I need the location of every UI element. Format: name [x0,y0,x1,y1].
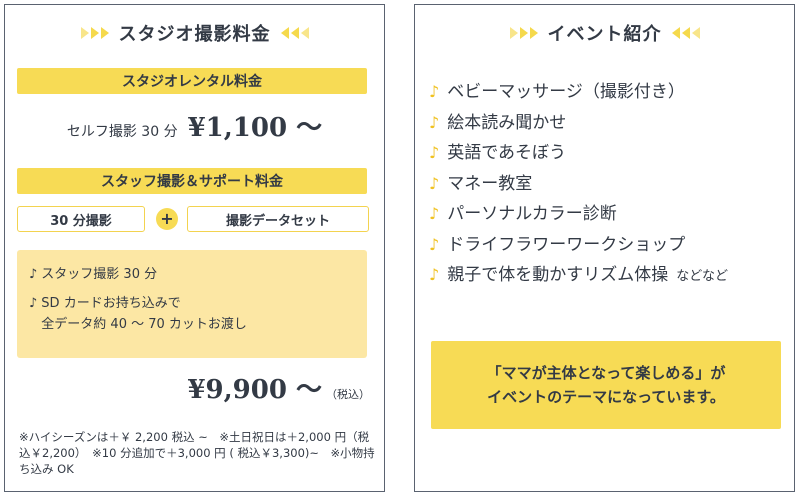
staff-detail-item: ♪ SD カードお持ち込みで 全データ約 40 〜 70 カットお渡し [29,293,355,335]
staff-details-box: ♪ スタッフ撮影 30 分 ♪ SD カードお持ち込みで 全データ約 40 〜 … [17,250,367,358]
event-item: ♪ マネー教室 [429,169,789,200]
staff-detail-text: SD カードお持ち込みで 全データ約 40 〜 70 カットお渡し [41,293,247,335]
event-list: ♪ ベビーマッサージ（撮影付き） ♪ 絵本読み聞かせ ♪ 英語であそぼう ♪ マ… [429,77,789,291]
theme-box: 「ママが主体となって楽しめる」が イベントのテーマになっています。 [431,341,781,429]
rental-band: スタジオレンタル料金 [17,68,367,94]
music-note-icon: ♪ [429,265,440,284]
studio-pricing-title: スタジオ撮影料金 [118,24,271,45]
event-text: ドライフラワーワークショップ [447,234,686,255]
right-arrows-icon [80,27,109,39]
event-text: 親子で体を動かすリズム体操 [447,265,669,285]
music-note-icon: ♪ [429,204,440,223]
staff-detail-text: スタッフ撮影 30 分 [41,267,158,282]
self-shoot-price: ¥1,100 〜 [187,113,323,143]
event-text: ベビーマッサージ（撮影付き） [447,82,685,102]
event-text: 絵本読み聞かせ [447,112,567,133]
music-note-icon: ♪ [29,296,38,311]
staff-price-row: ¥9,900 〜 （税込） [187,369,370,406]
studio-pricing-panel: スタジオ撮影料金 スタジオレンタル料金 セルフ撮影 30 分 ¥1,100 〜 … [4,4,385,492]
music-note-icon: ♪ [429,82,440,101]
staff-detail-line: SD カードお持ち込みで [41,296,181,311]
event-panel: イベント紹介 ♪ ベビーマッサージ（撮影付き） ♪ 絵本読み聞かせ ♪ 英語であ… [414,4,795,492]
music-note-icon: ♪ [429,234,440,254]
fine-print: ※ハイシーズンは＋￥ 2,200 税込 ~ ※土日祝日は＋2,000 円（税込￥… [19,430,375,476]
staff-price: ¥9,900 〜 [187,375,322,405]
theme-line: イベントのテーマになっています。 [487,388,725,406]
studio-pricing-title-row: スタジオ撮影料金 [5,19,384,47]
event-item: ♪ 絵本読み聞かせ [429,108,789,139]
music-note-icon: ♪ [429,112,440,132]
event-item: ♪ 英語であそぼう [429,138,789,169]
self-shoot-label: セルフ撮影 30 分 [66,124,178,140]
event-suffix: などなど [676,269,728,284]
left-arrows-icon [671,27,700,39]
event-text: 英語であそぼう [447,143,567,163]
chip-30min-shoot: 30 分撮影 [17,206,145,232]
event-title-row: イベント紹介 [415,19,794,47]
chip-data-set: 撮影データセット [187,206,369,232]
self-shoot-row: セルフ撮影 30 分 ¥1,100 〜 [5,107,384,144]
event-item: ♪ ドライフラワーワークショップ [429,230,789,261]
left-arrows-icon [280,27,309,39]
plan-chip-row: 30 分撮影 + 撮影データセット [17,206,369,232]
theme-line: 「ママが主体となって楽しめる」が [486,364,726,382]
event-item: ♪ 親子で体を動かすリズム体操 などなど [429,260,789,291]
music-note-icon: ♪ [429,173,440,193]
event-text: パーソナルカラー診断 [447,204,617,224]
event-item: ♪ パーソナルカラー診断 [429,199,789,230]
tax-note: （税込） [326,388,370,401]
staff-band: スタッフ撮影＆サポート料金 [17,168,367,194]
music-note-icon: ♪ [429,143,440,162]
right-arrows-icon [509,27,538,39]
event-text: マネー教室 [447,173,533,194]
staff-detail-line: 全データ約 40 〜 70 カットお渡し [41,317,247,332]
music-note-icon: ♪ [29,267,38,282]
plus-icon: + [156,208,178,230]
staff-detail-item: ♪ スタッフ撮影 30 分 [29,264,355,285]
event-item: ♪ ベビーマッサージ（撮影付き） [429,77,789,108]
event-title: イベント紹介 [547,24,662,45]
